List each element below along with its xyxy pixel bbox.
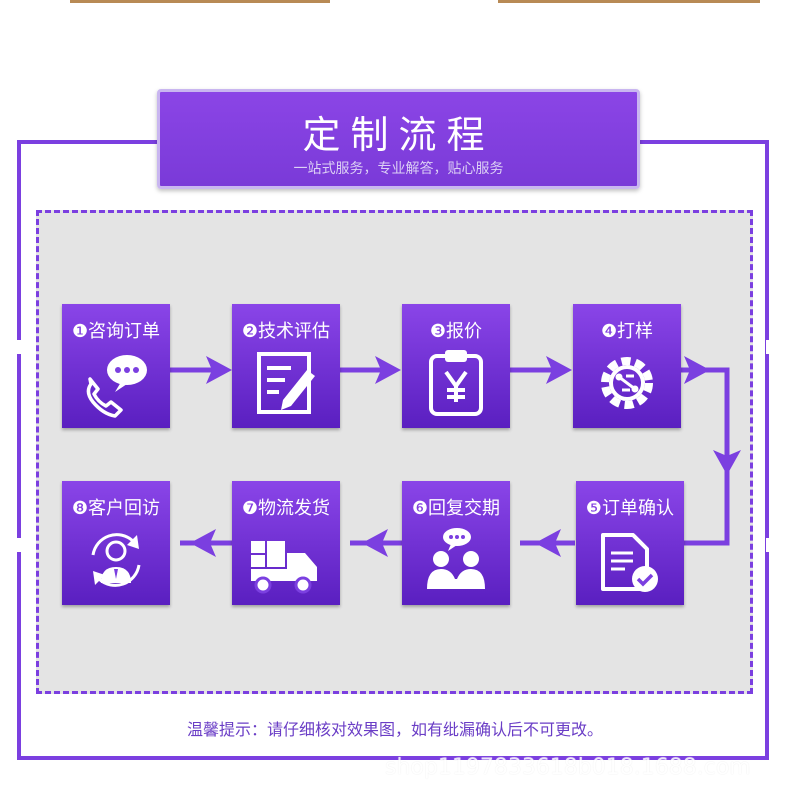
frame-notch [766,538,772,552]
clipboard-yen-icon [429,350,483,416]
step-label: ❹打样 [600,321,654,342]
delivery-truck-icon [251,541,317,594]
step-label: ❷技术评估 [241,321,331,342]
step-label: ❶咨询订单 [71,321,161,342]
phone-chat-icon [86,355,147,418]
arrowhead [362,529,388,557]
step-label: ❸报价 [429,321,483,342]
step-technical-assessment: ❷技术评估 [232,304,340,428]
arrowhead [206,356,232,384]
document-check-icon [601,533,658,592]
document-pen-icon [257,352,315,414]
arrowhead [713,450,741,475]
gold-accent-bar-right [498,0,760,3]
arrowhead [375,356,401,384]
step-label: ❻回复交期 [411,498,501,519]
page-subtitle: 一站式服务，专业解答，贴心服务 [293,161,504,177]
arrowhead [684,356,710,384]
step-label: ❼物流发货 [241,498,331,519]
step-quotation: ❸报价 [402,304,510,428]
arrowhead [546,356,572,384]
people-chat-icon [427,528,485,589]
arrowhead [535,529,561,557]
frame-notch [766,340,772,354]
step-reply-delivery-date: ❻回复交期 [402,481,510,605]
step-logistics-shipping: ❼物流发货 [232,481,340,605]
arrowhead [190,529,216,557]
step-sampling: ❹打样 [573,304,681,428]
title-banner: 定制流程 一站式服务，专业解答，贴心服务 [157,89,640,189]
warm-tip-text: 温馨提示：请仔细核对效果图，如有纰漏确认后不可更改。 [186,720,603,739]
step-label: ❽客户回访 [71,498,161,519]
page-title: 定制流程 [302,113,495,157]
process-panel [36,210,753,694]
gear-circuit-icon [601,357,653,409]
frame-notch [16,538,22,552]
customer-service-icon [91,533,141,587]
step-consult-order: ❶咨询订单 [62,304,170,428]
step-customer-follow-up: ❽客户回访 [62,481,170,605]
gold-accent-bar-left [70,0,330,3]
shop-watermark: shop1197833618b018.1688.com [385,755,751,780]
frame-notch [16,340,22,354]
step-order-confirmation: ❺订单确认 [576,481,684,605]
step-label: ❺订单确认 [585,498,675,519]
